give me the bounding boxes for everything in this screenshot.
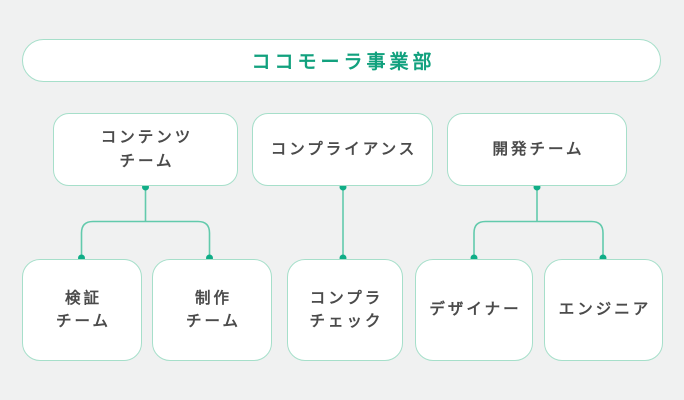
- node-verification-team: 検証 チーム: [22, 259, 142, 361]
- connector-dev-branch: [473, 187, 604, 258]
- node-label-line: エンジニア: [558, 300, 652, 319]
- node-division-root: ココモーラ事業部: [22, 39, 661, 82]
- node-label-line: チェック: [309, 312, 384, 330]
- node-label-line: 制作: [194, 288, 232, 307]
- node-compliance-check: コンプラ チェック: [287, 259, 403, 361]
- node-label-line: デザイナー: [429, 300, 522, 319]
- node-label-line: 開発チーム: [492, 139, 585, 158]
- node-division-label: ココモーラ事業部: [251, 51, 436, 73]
- node-label-line: コンテンツ: [100, 128, 194, 147]
- connector-contents-branch: [80, 187, 211, 258]
- node-label-line: コンプライアンス: [270, 139, 418, 158]
- node-label-line: チーム: [119, 151, 175, 170]
- node-label-line: 検証: [64, 288, 102, 307]
- node-label-line: コンプラ: [309, 288, 384, 307]
- node-contents-team: コンテンツ チーム: [53, 113, 238, 186]
- node-label-line: チーム: [185, 312, 242, 330]
- node-label-line: チーム: [55, 312, 112, 330]
- node-production-team: 制作 チーム: [152, 259, 272, 361]
- node-compliance: コンプライアンス: [252, 113, 433, 186]
- node-dev-team: 開発チーム: [447, 113, 627, 186]
- node-designer: デザイナー: [415, 259, 533, 361]
- node-engineer: エンジニア: [544, 259, 663, 361]
